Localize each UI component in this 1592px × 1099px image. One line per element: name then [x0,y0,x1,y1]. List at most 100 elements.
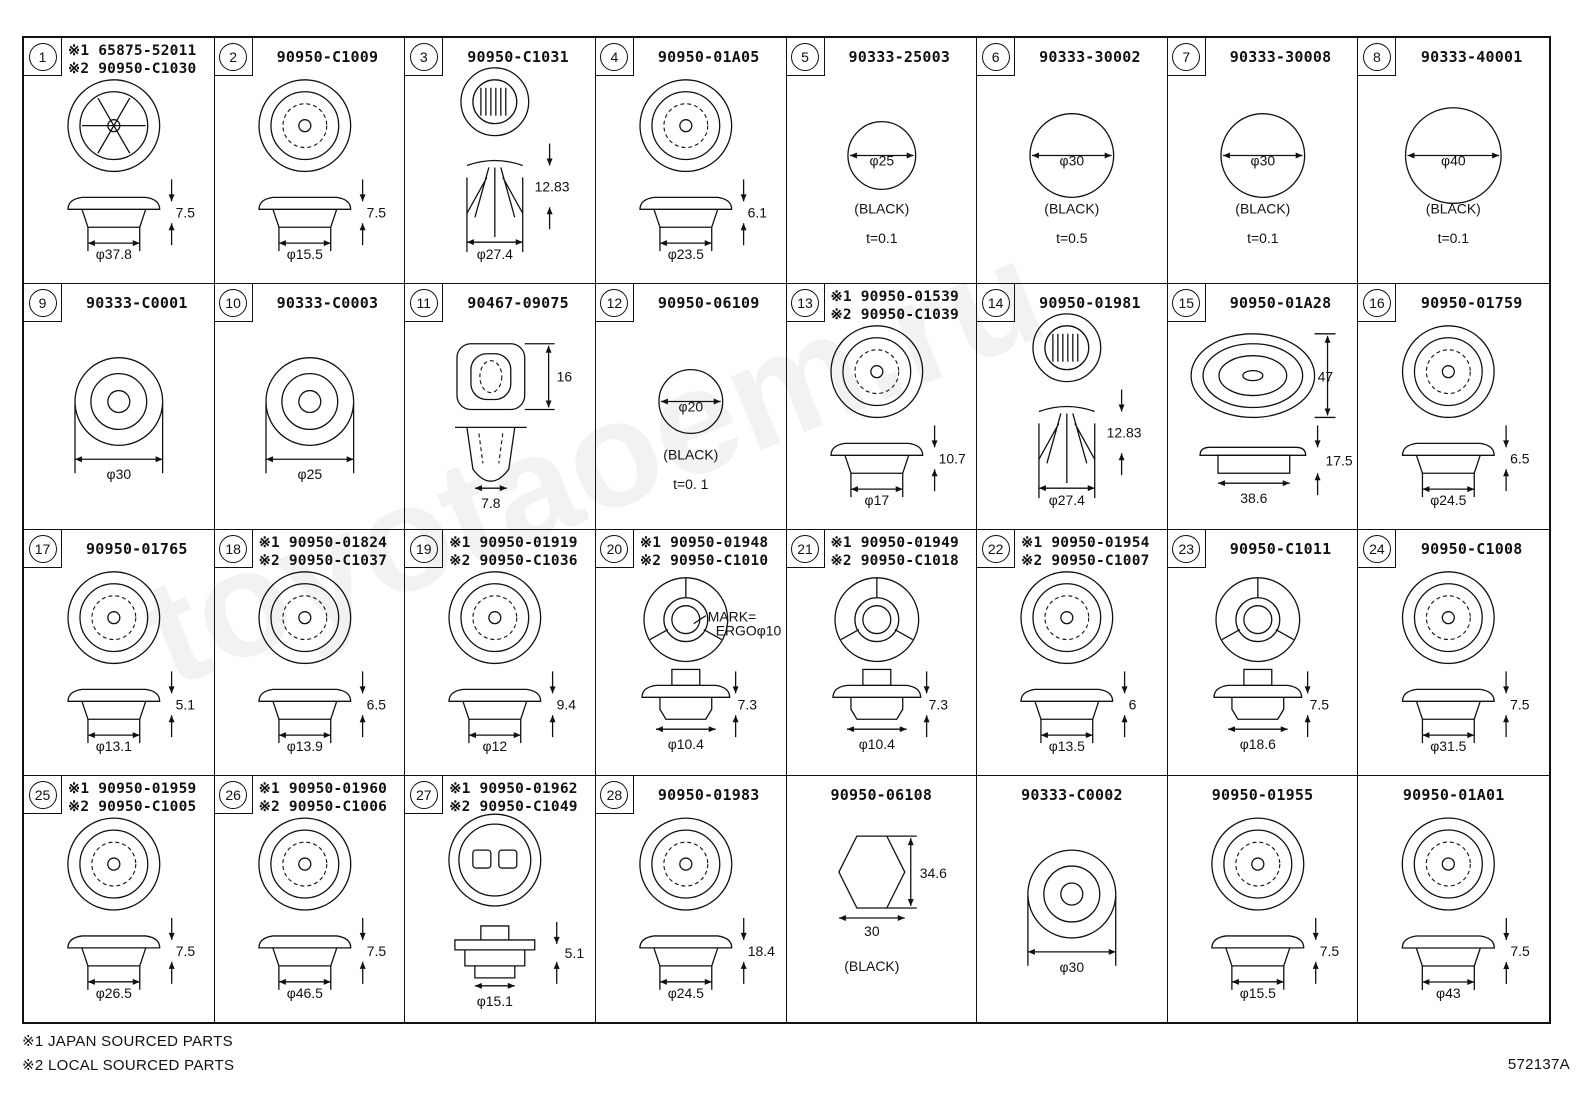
part-number: 90950-C1031 [445,48,591,66]
item-number: 1 [24,38,62,76]
part-number: 90950-06109 [636,294,782,312]
cell-26-height: 7.5 [366,943,386,959]
plug-profile [843,455,909,474]
cell-12-diameter: φ20 [678,398,703,414]
cell-19-diameter: φ12 [483,738,508,754]
part-number: ※1 90950-01960※2 90950-C1006 [259,780,401,816]
part-number-line: 90950-01A28 [1229,294,1332,312]
part-number: ※1 90950-01919 ※2 90950-C1036 [449,534,591,570]
part-number: 90333-40001 [1398,48,1545,66]
part-number: 90333-30002 [1017,48,1163,66]
item-number-circle: 5 [791,42,819,71]
item-number: 11 [405,284,444,322]
plug-outer [1402,817,1496,911]
part-drawing: φ15.15.1 [448,813,585,1009]
item-number: 15 [1167,284,1206,322]
part-drawing: φ13.56 [1020,571,1137,754]
outer-ring [1027,849,1117,939]
item-number: 7 [1167,38,1206,76]
cell-4-height: 6.1 [747,204,767,220]
part-number-line: ※1 90950-01919 [449,535,578,551]
cell-18-height: 6.5 [366,696,386,712]
cell-2-diameter: φ15.5 [286,246,322,262]
item-number: 2 [214,38,253,76]
part-number-line: 90950-06108 [830,786,933,804]
part-number-line: ※2 90950-C1037 [258,553,388,569]
plug-profile [1416,947,1482,967]
cell-4-diameter: φ23.5 [668,246,704,262]
part-number-line: 90333-25003 [848,48,951,66]
slotted-profile [659,697,713,720]
plug-outer [257,79,351,173]
part-number-line: ※2 90950-C1039 [830,307,959,323]
outer-ring [264,357,354,446]
cell-11-width: 7.8 [481,495,501,511]
part-number-line: ※2 90950-C1036 [449,553,578,569]
cell-18-diameter: φ13.9 [286,738,322,754]
item-number: 10 [214,284,253,322]
item-number: 6 [977,38,1016,76]
clip-stem [455,426,527,482]
plug-outer [829,325,923,419]
item-number: 19 [405,530,444,568]
part-drawing: φ26.5 7.5 [67,817,196,1001]
item-number-circle: 17 [28,534,57,563]
part-number-line: 90950-01765 [86,540,188,558]
item-number-circle: 4 [600,42,629,71]
cell-21-height: 7.3 [928,696,948,712]
item-number-circle: 26 [219,780,248,809]
part-number-line: 90333-40001 [1420,48,1523,66]
cell-10-diameter: φ25 [297,466,322,482]
part-number: 90950-01981 [1017,294,1163,312]
hex-outline [837,835,905,909]
item-number-circle: 9 [28,288,57,317]
plug-profile [271,701,337,720]
part-number-line: ※1 90950-01539 [830,289,959,305]
part-number: ※1 90950-01962※2 90950-C1049 [449,780,591,816]
part-number-line: 90950-01981 [1039,294,1141,312]
cell-25-height: 7.5 [176,943,196,959]
part-number-line: ※1 90950-01949 [830,535,959,551]
item-number: 23 [1167,530,1206,568]
part-number-line: 90950-C1011 [1229,540,1332,558]
cell-25-diameter: φ26.5 [96,985,132,1001]
cell-20-height: 7.3 [737,696,757,712]
cell-14-diameter: φ27.4 [1049,492,1085,508]
plug-outer [67,571,161,665]
cell-24-height: 7.5 [1510,696,1530,712]
part-drawing: φ46.57.5 [257,817,386,1001]
part-number: ※1 90950-01539 ※2 90950-C1039 [831,288,973,324]
plug-outer [67,79,161,173]
cell-16-height: 6.5 [1510,450,1530,466]
part-drawing: φ30(BLACK)t=0.1 [1220,113,1306,246]
item-number: 22 [977,530,1016,568]
part-number-line: ※1 90950-01954 [1021,535,1150,551]
clip-legs [1038,413,1096,484]
part-number-line: 90950-01955 [1211,786,1314,804]
part-drawing: 167.8 [455,343,573,511]
part-number-line: ※1 90950-01962 [449,781,578,797]
item-number-circle: 3 [409,42,438,71]
part-number: ※1 90950-01954※2 90950-C1007 [1021,534,1163,570]
item-number: 4 [595,38,634,76]
cell-8-thickness: t=0.1 [1438,230,1470,246]
cell-2-height: 7.5 [366,204,386,220]
part-number-line: 90467-09075 [467,294,569,312]
part-number: 90950-C1008 [1398,540,1545,558]
part-drawing: φ23.5 6.1 [639,79,767,262]
part-number-line: ※2 90950-C1010 [639,553,769,569]
